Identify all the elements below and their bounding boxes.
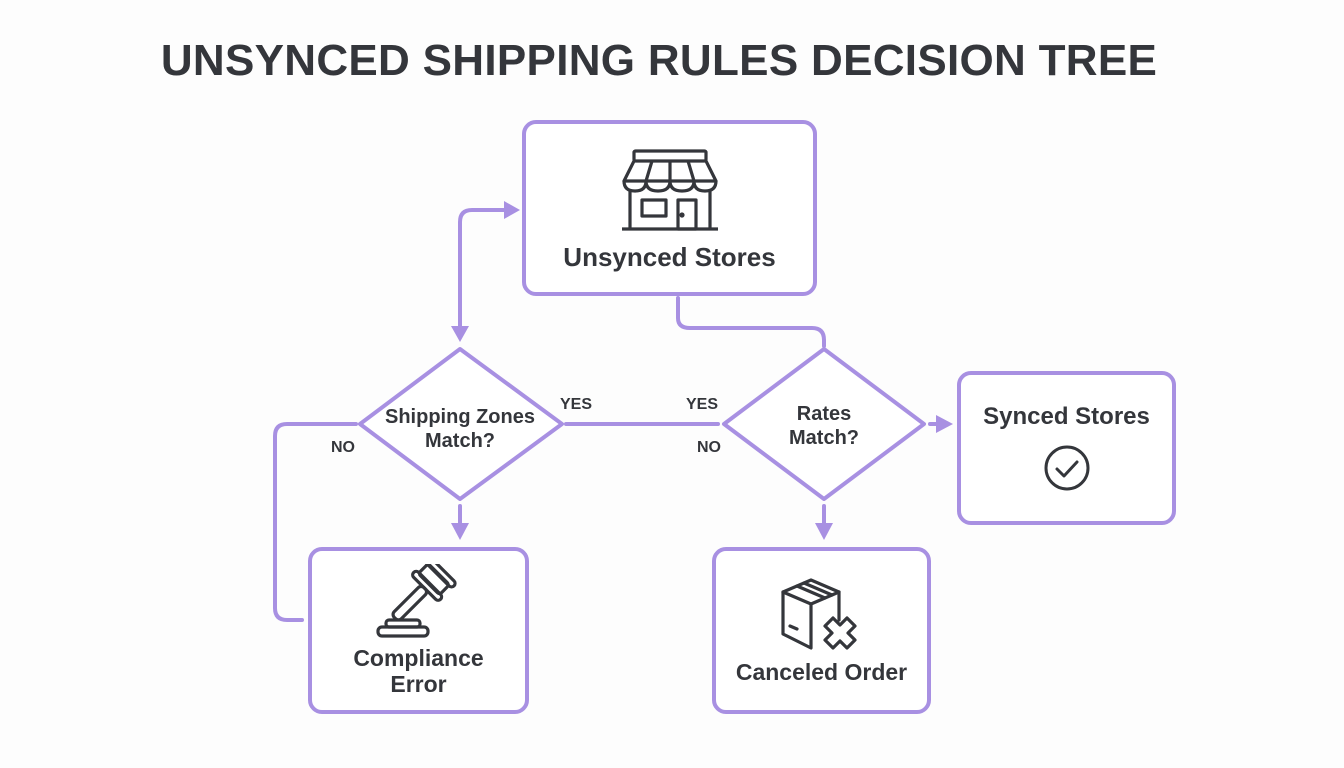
diamond-label-line: Shipping Zones xyxy=(385,406,535,428)
edge-label-rates-yes: YES xyxy=(686,396,719,413)
diamond-label-shipping-zones[interactable]: Shipping Zones Match? xyxy=(360,405,560,453)
diagram-title: UNSYNCED SHIPPING RULES DECISION TREE xyxy=(160,36,1158,85)
diamond-shipping-zones xyxy=(358,347,564,501)
diamond-label-line: Match? xyxy=(425,430,495,452)
gavel-icon xyxy=(374,564,464,640)
node-label: Canceled Order xyxy=(735,658,908,685)
node-label-line: Compliance xyxy=(353,645,484,672)
arrowhead-into-compliance xyxy=(451,523,469,540)
edge-label-rates-no: NO xyxy=(697,439,721,456)
diamond-rates xyxy=(722,347,926,501)
node-label-line: Error xyxy=(390,670,447,697)
diamond-label-line: Match? xyxy=(789,427,859,449)
arrowhead-into-unsynced xyxy=(504,201,520,219)
arrowhead-into-canceled xyxy=(815,523,833,540)
node-label: Unsynced Stores xyxy=(563,241,776,272)
connector-loop-to-unsynced xyxy=(458,208,506,334)
check-circle-icon xyxy=(1043,444,1091,492)
storefront-icon xyxy=(620,145,720,235)
node-canceled-order[interactable]: Canceled Order xyxy=(712,547,931,714)
diamond-label-line: Rates xyxy=(796,403,852,425)
connector-unsynced-to-rates xyxy=(676,296,826,348)
edge-label-zones-no: NO xyxy=(331,439,355,456)
node-unsynced-stores[interactable]: Unsynced Stores xyxy=(522,120,817,296)
node-label: Compliance Error xyxy=(353,645,484,697)
node-synced-stores[interactable]: Synced Stores xyxy=(957,371,1176,525)
node-label: Synced Stores xyxy=(983,402,1150,430)
box-x-icon xyxy=(777,576,867,652)
edge-label-zones-yes: YES xyxy=(560,396,593,413)
node-compliance-error[interactable]: Compliance Error xyxy=(308,547,529,714)
connector-zones-no-to-compliance xyxy=(273,422,358,622)
diamond-label-rates[interactable]: Rates Match? xyxy=(744,402,904,450)
arrowhead-into-zones xyxy=(451,326,469,342)
arrowhead-into-synced xyxy=(936,415,953,433)
